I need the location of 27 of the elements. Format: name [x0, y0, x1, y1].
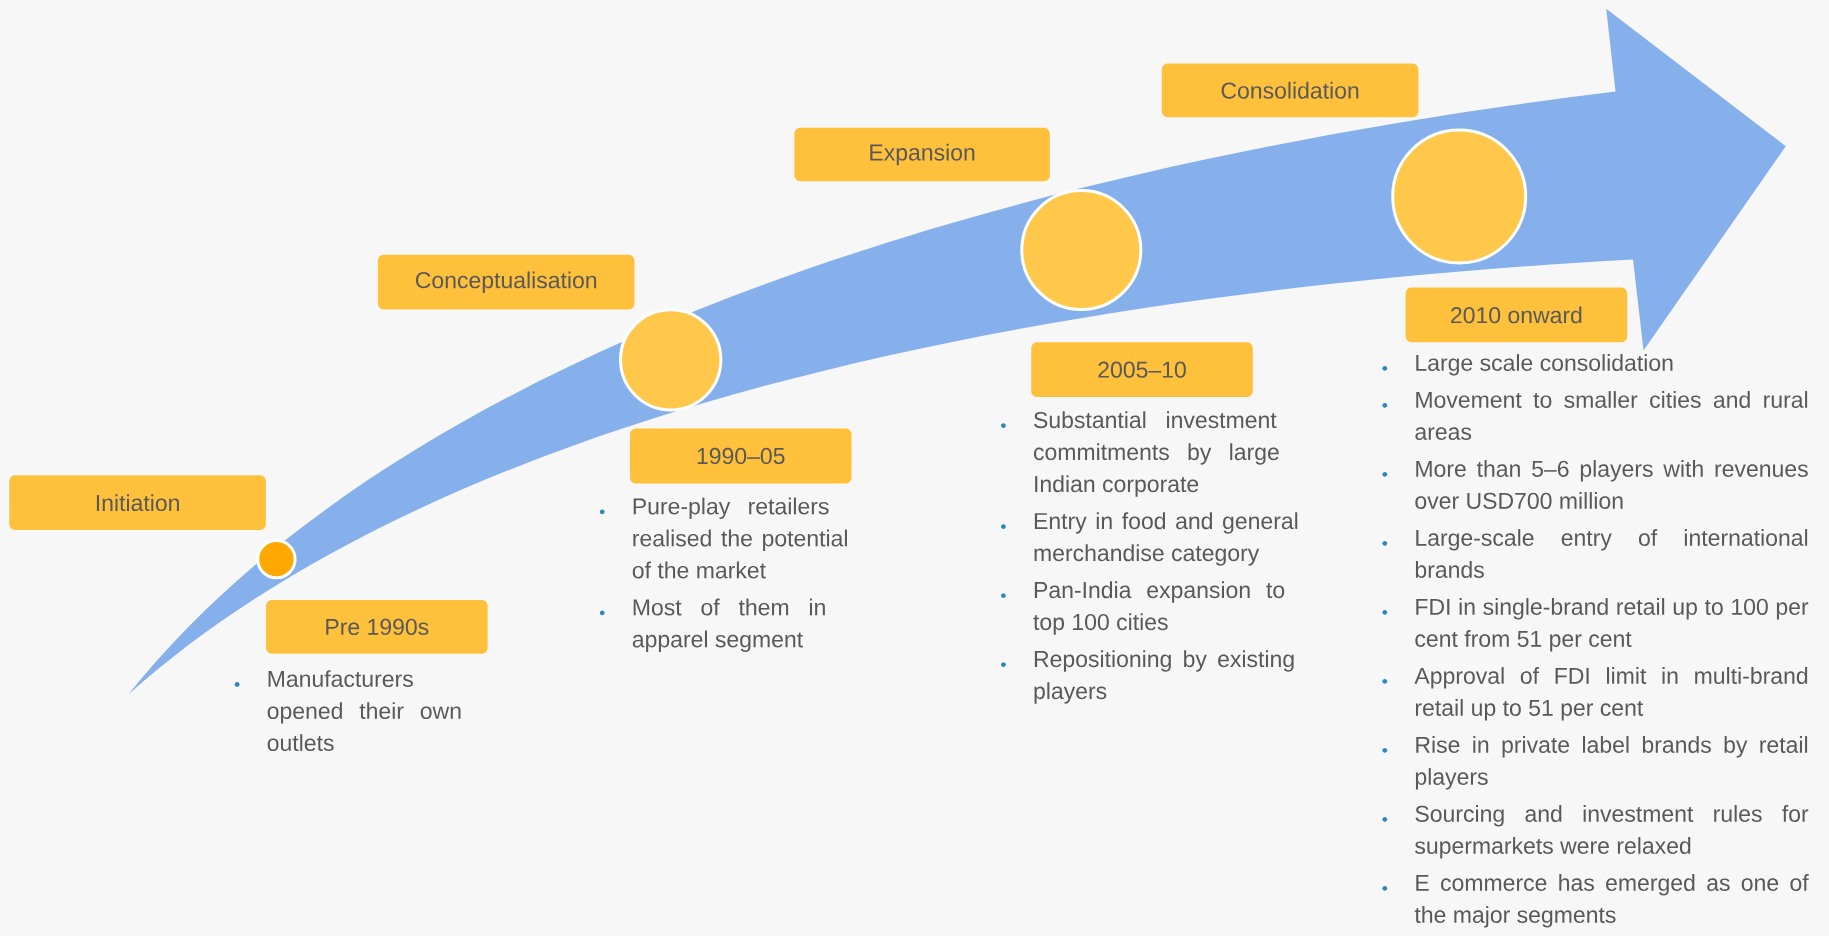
bullet-item: Pure-play retailers realised the potential of the market: [632, 497, 847, 579]
bullet-item: Repositioning by existing players: [1034, 650, 1294, 704]
bullet-item: Entry in food and general merchandise category: [1034, 512, 1298, 566]
milestone-circle: [1391, 128, 1528, 265]
bullet-item: Approval of FDI limit in multi-brand retail up to 51 per cent: [1414, 667, 1808, 721]
stage-box: Consolidation: [1161, 63, 1419, 118]
stage-box: Expansion: [794, 127, 1050, 182]
bullet-item: More than 5–6 players with revenues over USD700 million: [1415, 460, 1808, 509]
bullet-item: Rise in private label brands by retail players: [1415, 736, 1808, 790]
bullet-item: Most of them in apparel segment: [632, 598, 825, 652]
period-box: 2010 onward: [1405, 287, 1628, 343]
bullet-item: E commerce has emerged as one of the major segments: [1414, 874, 1809, 928]
period-box: 2005–10: [1031, 342, 1253, 398]
period-box: Pre 1990s: [266, 600, 488, 654]
period-box: 1990–05: [629, 428, 852, 484]
stage-box: Initiation: [9, 475, 266, 531]
bullet-item: Manufacturers opened their own outlets: [267, 670, 461, 752]
milestone-circle: [619, 308, 723, 412]
stage-box: Conceptualisation: [377, 254, 635, 310]
bullet-item: Large scale consolidation: [1416, 354, 1673, 376]
bullet-item: Movement to smaller cities and rural areas: [1415, 391, 1808, 440]
bullet-item: Pan-India expansion to top 100 cities: [1033, 581, 1285, 635]
milestone-circle: [1020, 189, 1143, 312]
bullet-item: Large-scale entry of international brands: [1415, 529, 1808, 578]
bullet-item: FDI in single-brand retail up to 100 per cent from 51 per cent: [1415, 598, 1809, 652]
bullet-item: Sourcing and investment rules for supermarkets were relaxed: [1415, 805, 1809, 859]
bullet-item: Substantial investment commitments by large Indian corporate: [1034, 411, 1279, 497]
